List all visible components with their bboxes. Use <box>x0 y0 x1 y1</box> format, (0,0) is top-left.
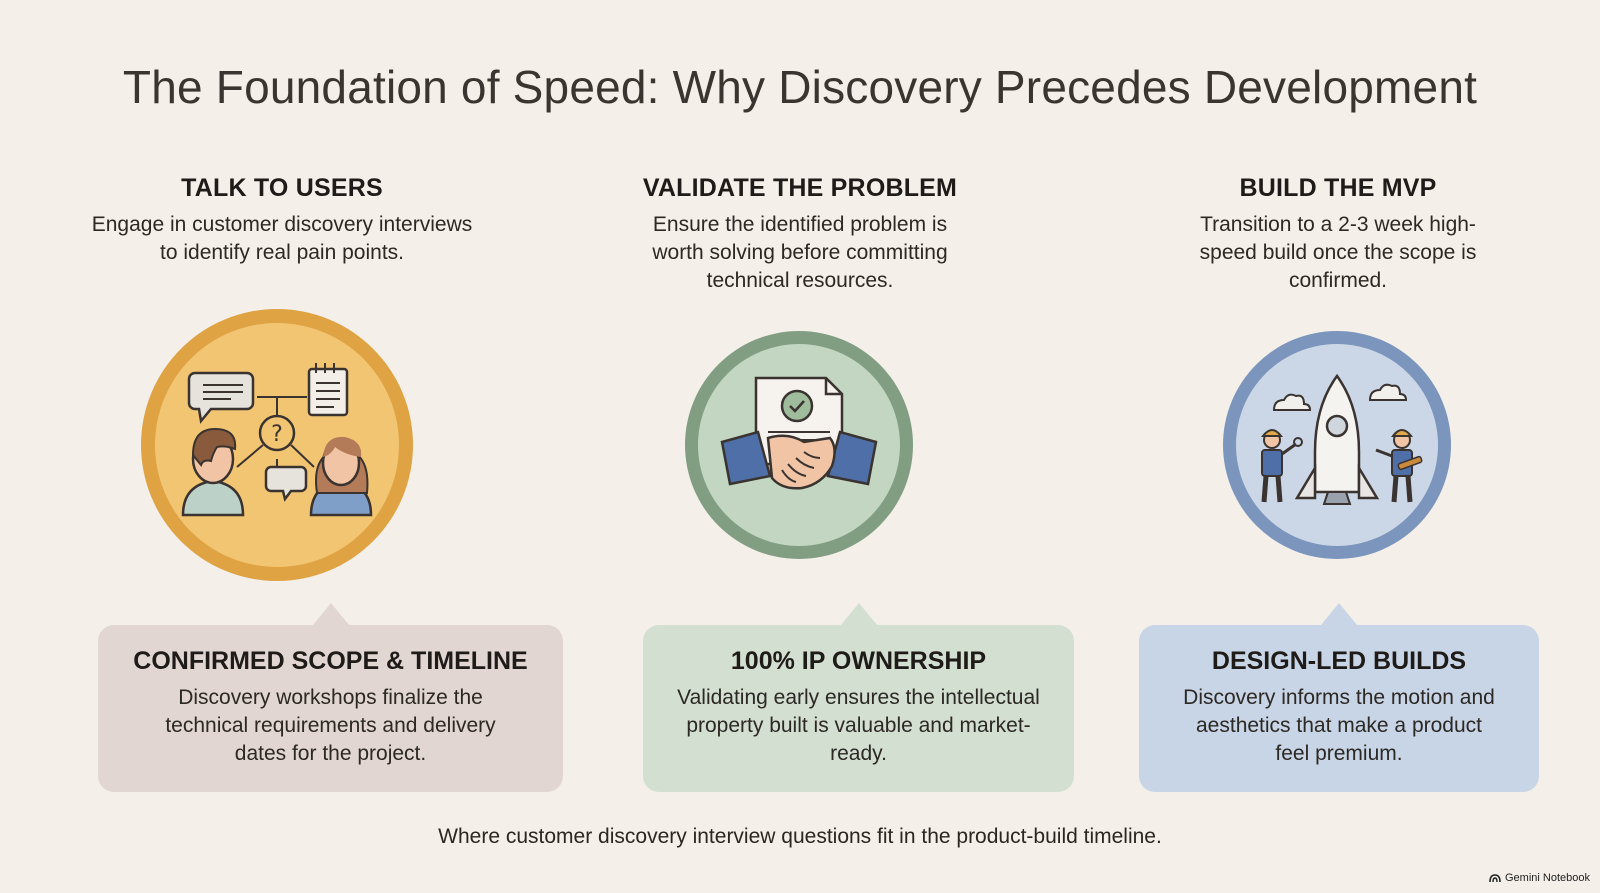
card-description: Discovery workshops finalize the technic… <box>165 686 496 765</box>
handshake-document-icon <box>685 331 913 559</box>
column-heading: TALK TO USERS <box>181 174 383 202</box>
build-mvp-illustration <box>1222 330 1452 565</box>
brand-label: Gemini Notebook <box>1505 872 1590 884</box>
column-description: Engage in customer discovery interviews … <box>91 213 473 264</box>
column-heading: VALIDATE THE PROBLEM <box>642 174 958 202</box>
card-heading: DESIGN-LED BUILDS <box>1211 647 1467 675</box>
footer-caption: Where customer discovery interview quest… <box>438 825 1162 848</box>
card-heading: CONFIRMED SCOPE & TIMELINE <box>133 647 528 675</box>
svg-text:?: ? <box>271 422 283 447</box>
card-description: Validating early ensures the intellectua… <box>677 686 1040 765</box>
brand-badge: Gemini Notebook <box>1489 872 1590 884</box>
column-build-mvp: BUILD THE MVP Transition to a 2-3 week h… <box>1108 174 1568 295</box>
gemini-notebook-logo-icon <box>1489 873 1501 882</box>
card-ip-ownership: 100% IP OWNERSHIP Validating early ensur… <box>643 603 1074 792</box>
rocket-builders-icon <box>1223 331 1451 559</box>
validate-problem-illustration <box>684 330 914 565</box>
card-design-led: DESIGN-LED BUILDS Discovery informs the … <box>1139 603 1539 792</box>
page-title: The Foundation of Speed: Why Discovery P… <box>122 61 1478 113</box>
card-confirmed-scope: CONFIRMED SCOPE & TIMELINE Discovery wor… <box>98 603 563 792</box>
column-description: Transition to a 2-3 week high-speed buil… <box>1199 213 1477 292</box>
column-validate-problem: VALIDATE THE PROBLEM Ensure the identifi… <box>570 174 1030 295</box>
column-description: Ensure the identified problem is worth s… <box>652 213 948 292</box>
column-talk-to-users: TALK TO USERS Engage in customer discove… <box>52 174 512 267</box>
talk-to-users-illustration: ? <box>139 307 415 588</box>
user-interview-icon: ? <box>141 309 413 581</box>
column-heading: BUILD THE MVP <box>1239 174 1437 202</box>
card-heading: 100% IP OWNERSHIP <box>730 647 987 675</box>
card-description: Discovery informs the motion and aesthet… <box>1183 686 1495 765</box>
